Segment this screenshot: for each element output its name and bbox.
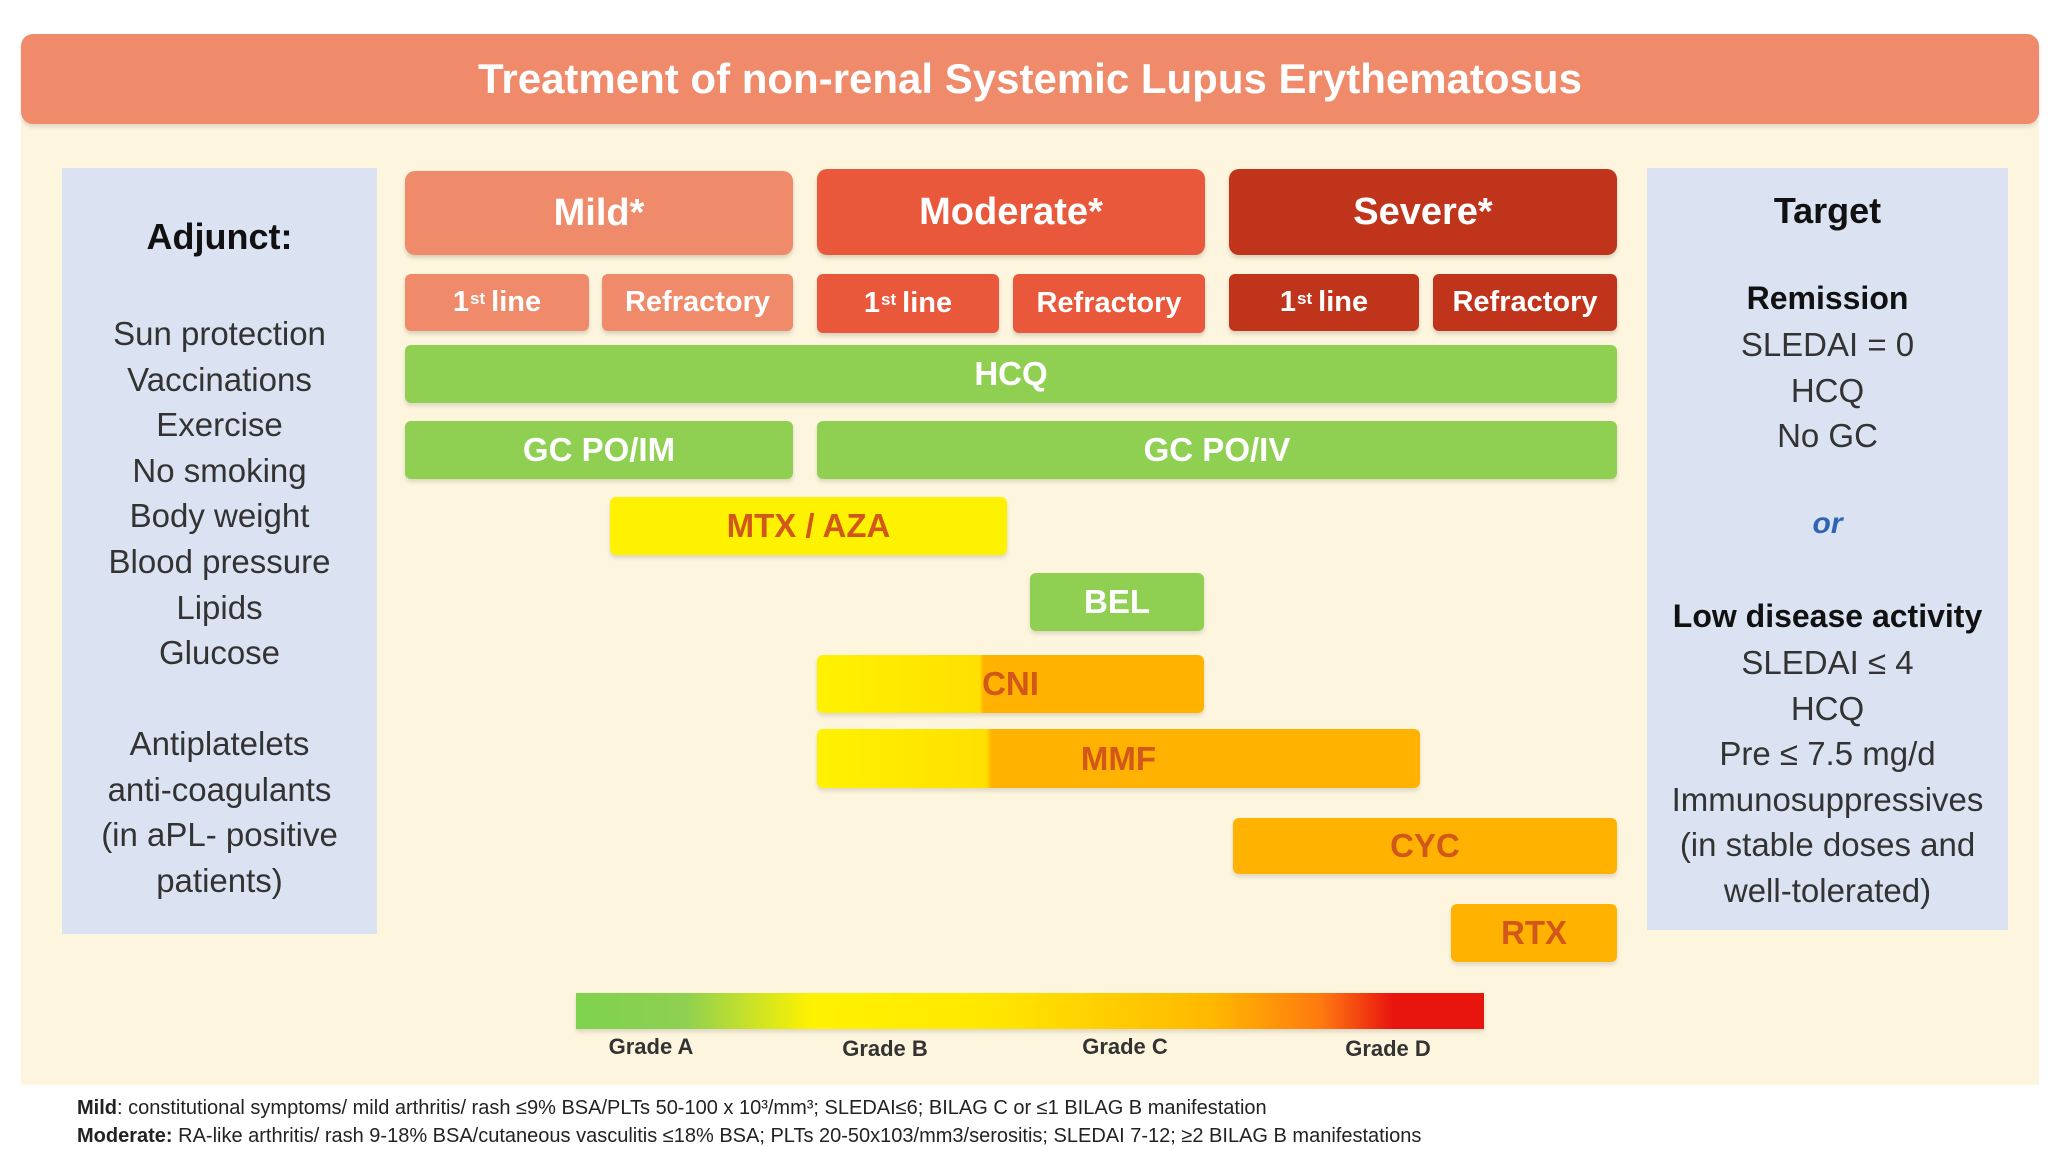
footnote-mild: Mild: constitutional symptoms/ mild arth… bbox=[77, 1097, 1267, 1120]
remission-title: Remission bbox=[1746, 280, 1909, 316]
bel-bar: BEL bbox=[1030, 573, 1204, 631]
remission-line: SLEDAI = 0 bbox=[1740, 326, 1915, 363]
first-line-number: 1 bbox=[863, 287, 881, 319]
severity-severe: Severe* bbox=[1229, 169, 1617, 255]
adjunct-item: Sun protection bbox=[113, 315, 326, 352]
mmf-bar: MMF bbox=[817, 729, 1420, 788]
moderate-refractory: Refractory bbox=[1013, 274, 1205, 333]
footnote-moderate-text: RA-like arthritis/ rash 9-18% BSA/cutane… bbox=[172, 1125, 1422, 1147]
adjunct-title: Adjunct: bbox=[146, 216, 293, 257]
remission-line: No GC bbox=[1777, 417, 1878, 455]
adjunct-item: Body weight bbox=[129, 497, 310, 535]
first-line-word: line bbox=[491, 286, 542, 318]
antiplatelet-line: (in aPL- positive bbox=[101, 816, 338, 854]
adjunct-item: Vaccinations bbox=[127, 360, 312, 398]
cni-bar: CNI bbox=[817, 655, 1204, 713]
remission-criteria: SLEDAI = 0 HCQ No GC bbox=[1647, 322, 2008, 459]
first-line-word: line bbox=[1318, 286, 1369, 318]
adjunct-item: No smoking bbox=[132, 451, 307, 489]
first-line-number: 1 bbox=[1279, 286, 1297, 318]
lda-line: well-tolerated) bbox=[1723, 871, 1932, 909]
footnote-moderate: Moderate: RA-like arthritis/ rash 9-18% … bbox=[77, 1125, 1421, 1148]
first-line-word: line bbox=[902, 287, 953, 319]
footnote-mild-label: Mild bbox=[77, 1097, 117, 1119]
footnote-mild-text: : constitutional symptoms/ mild arthriti… bbox=[117, 1097, 1267, 1119]
grade-c-label: Grade C bbox=[1082, 1034, 1168, 1059]
lda-line: HCQ bbox=[1790, 689, 1865, 727]
lda-title: Low disease activity bbox=[1672, 598, 1983, 634]
antiplatelet-line: Antiplatelets bbox=[129, 725, 310, 762]
adjunct-list: Sun protection Vaccinations Exercise No … bbox=[62, 311, 377, 676]
lda-criteria: SLEDAI ≤ 4 HCQ Pre ≤ 7.5 mg/d Immunosupp… bbox=[1647, 640, 2008, 914]
lda-line: (in stable doses and bbox=[1679, 826, 1976, 864]
adjunct-panel: Adjunct: Sun protection Vaccinations Exe… bbox=[62, 168, 377, 934]
footnote-moderate-label: Moderate: bbox=[77, 1125, 173, 1147]
evidence-grade-scale bbox=[576, 993, 1484, 1029]
remission-line: HCQ bbox=[1790, 371, 1865, 409]
lda-line: Immunosuppressives bbox=[1671, 780, 1984, 818]
gc-po-iv-bar: GC PO/IV bbox=[817, 421, 1617, 479]
grade-d-label: Grade D bbox=[1345, 1036, 1431, 1061]
adjunct-item: Exercise bbox=[156, 406, 283, 444]
severe-refractory: Refractory bbox=[1433, 274, 1617, 331]
lda-line: SLEDAI ≤ 4 bbox=[1741, 644, 1914, 681]
first-line-suffix: st bbox=[1297, 288, 1313, 308]
diagram-title: Treatment of non-renal Systemic Lupus Er… bbox=[21, 34, 2039, 124]
antiplatelet-note: Antiplatelets anti-coagulants (in aPL- p… bbox=[62, 721, 377, 903]
mtx-aza-bar: MTX / AZA bbox=[610, 497, 1007, 555]
adjunct-item: Lipids bbox=[176, 588, 263, 626]
adjunct-item: Blood pressure bbox=[108, 542, 331, 580]
mild-refractory: Refractory bbox=[602, 274, 793, 331]
target-panel: Target Remission SLEDAI = 0 HCQ No GC or… bbox=[1647, 168, 2008, 930]
severity-mild: Mild* bbox=[405, 171, 793, 255]
first-line-suffix: st bbox=[470, 288, 486, 308]
antiplatelet-line: anti-coagulants bbox=[107, 770, 332, 808]
hcq-bar: HCQ bbox=[405, 345, 1617, 403]
cyc-bar: CYC bbox=[1233, 818, 1617, 874]
severity-moderate: Moderate* bbox=[817, 169, 1205, 255]
gc-po-im-bar: GC PO/IM bbox=[405, 421, 793, 479]
grade-b-label: Grade B bbox=[842, 1036, 928, 1061]
grade-a-label: Grade A bbox=[608, 1034, 694, 1059]
first-line-number: 1 bbox=[452, 286, 470, 318]
target-title: Target bbox=[1773, 190, 1882, 231]
lda-line: Pre ≤ 7.5 mg/d bbox=[1719, 735, 1936, 773]
rtx-bar: RTX bbox=[1451, 904, 1617, 962]
adjunct-item: Glucose bbox=[158, 634, 281, 672]
or-label: or bbox=[1812, 507, 1843, 540]
antiplatelet-line: patients) bbox=[156, 861, 283, 899]
first-line-suffix: st bbox=[881, 289, 897, 309]
